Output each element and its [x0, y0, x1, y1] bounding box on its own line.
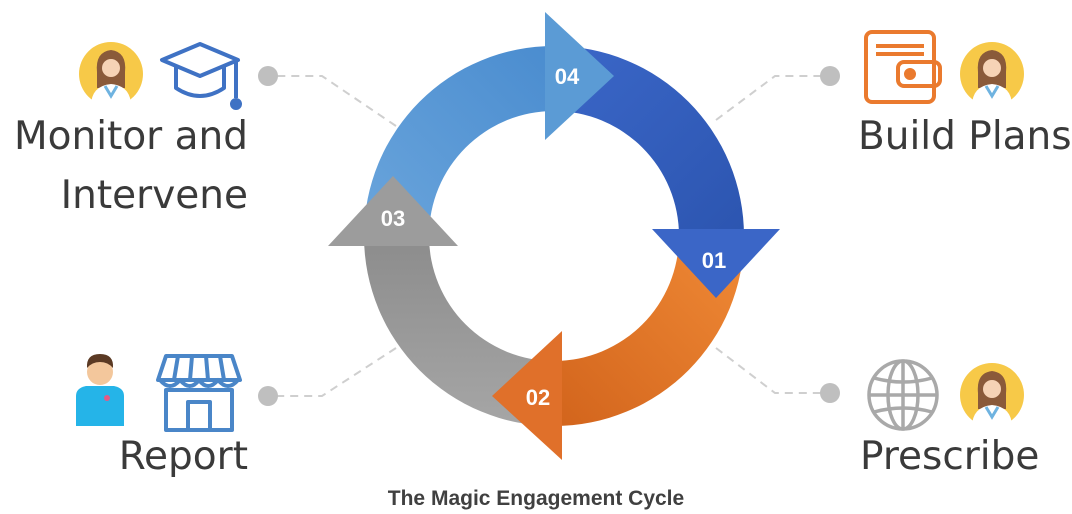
- arrowhead-01: [652, 229, 780, 298]
- connector-dot-monitor: [258, 66, 278, 86]
- graduation-cap-icon: [160, 42, 242, 110]
- connector-dot-report: [258, 386, 278, 406]
- doctor-avatar-icon: [79, 42, 143, 106]
- cycle-arc-04: [364, 46, 554, 236]
- wallet-icon: [864, 30, 942, 104]
- arrowhead-04: [545, 12, 614, 140]
- diagram-caption: The Magic Engagement Cycle: [387, 487, 685, 510]
- cycle-arc-02: [554, 236, 744, 426]
- doctor-avatar-icon-right: [960, 42, 1024, 106]
- arrowhead-03: [328, 176, 458, 246]
- arrowhead-02: [492, 331, 562, 460]
- step-number-03: 03: [381, 206, 405, 231]
- globe-icon: [867, 359, 939, 431]
- connector-dot-prescribe: [820, 383, 840, 403]
- step-number-01: 01: [702, 248, 726, 273]
- step-number-02: 02: [526, 385, 550, 410]
- connector-prescribe: [715, 347, 828, 394]
- cycle-arc-01: [554, 46, 744, 236]
- stage-label-prescribe: Prescribe: [860, 434, 1040, 479]
- doctor-avatar-icon-bottom: [960, 363, 1024, 427]
- patient-avatar-icon: [76, 354, 124, 426]
- stage-label-monitor: Monitor and Intervene: [13, 114, 248, 218]
- connectors: [270, 75, 828, 397]
- storefront-icon: [156, 354, 242, 432]
- connector-monitor: [270, 75, 397, 127]
- connector-dot-build-plans: [820, 66, 840, 86]
- step-number-04: 04: [555, 64, 580, 89]
- cycle-arc-03: [364, 236, 554, 426]
- connector-report: [270, 347, 397, 397]
- connector-build-plans: [715, 75, 828, 121]
- stage-label-report: Report: [118, 434, 248, 479]
- stage-label-build-plans: Build Plans: [858, 114, 1072, 159]
